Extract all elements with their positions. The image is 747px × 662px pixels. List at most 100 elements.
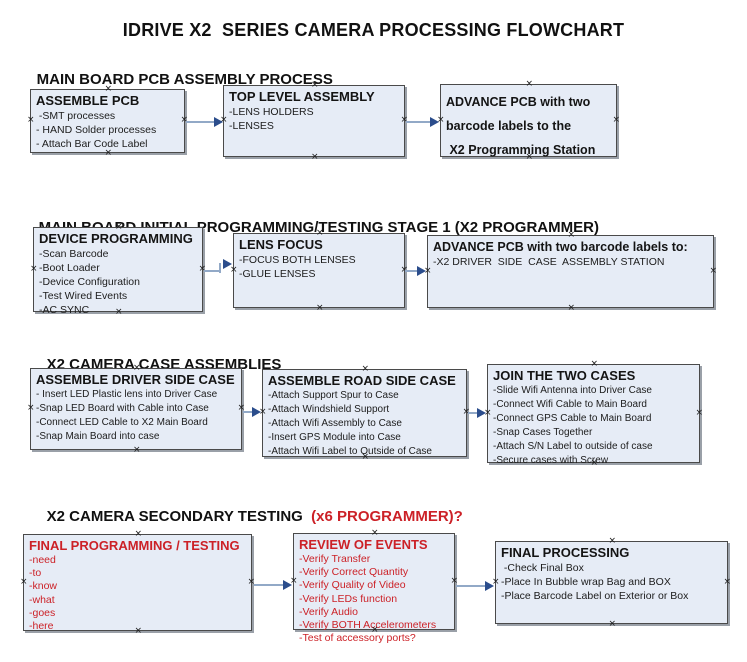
box-item: -here	[29, 620, 54, 633]
connection-point-mark: ×	[198, 263, 206, 274]
connection-point-mark: ×	[709, 265, 717, 276]
connection-point-mark: ×	[220, 115, 228, 125]
connection-point-mark: ×	[259, 407, 267, 417]
box-item: -Connect LED Cable to X2 Main Board	[36, 417, 208, 428]
connection-point-mark: ×	[27, 403, 35, 413]
connection-point-mark: ×	[237, 403, 245, 413]
arrowhead-icon	[417, 266, 426, 276]
box-item: -Test Wired Events	[39, 290, 128, 302]
connection-point-mark: ×	[400, 265, 408, 274]
box-item: -Verify Correct Quantity	[299, 566, 409, 579]
box-item: -Slide Wifi Antenna into Driver Case	[493, 385, 652, 396]
connection-point-mark: ×	[361, 364, 370, 374]
box-title: JOIN THE TWO CASES	[493, 368, 636, 383]
flow-box-assemble-driver-side-case: ASSEMBLE DRIVER SIDE CASE - Insert LED P…	[27, 364, 245, 455]
box-item: - Attach Bar Code Label	[36, 138, 148, 150]
arrowhead-icon	[430, 117, 439, 127]
arrow-line	[405, 270, 419, 272]
connection-point-mark: ×	[437, 114, 445, 125]
box-item: -Place Barcode Label on Exterior or Box	[501, 590, 689, 602]
arrow-road-case-to-join-cases	[468, 407, 486, 419]
box-item: -FOCUS BOTH LENSES	[239, 254, 356, 266]
box-title: LENS FOCUS	[239, 237, 323, 252]
connection-point-mark: ×	[608, 619, 617, 629]
arrow-driver-case-to-road-case	[243, 406, 261, 418]
flow-box-lens-focus: LENS FOCUS -FOCUS BOTH LENSES -GLUE LENS…	[230, 229, 408, 313]
box-item: -Snap LED Board with Cable into Case	[36, 403, 209, 414]
connection-point-mark: ×	[567, 230, 576, 240]
arrow-line	[243, 411, 254, 413]
box-item: - HAND Solder processes	[36, 124, 157, 136]
flow-box-review-of-events: REVIEW OF EVENTS -Verify Transfer -Verif…	[290, 529, 458, 645]
section-heading-secondary-testing: X2 CAMERA SECONDARY TESTING (x6 PROGRAMM…	[30, 491, 463, 542]
box-item: -Verify BOTH Accelerometers	[299, 619, 437, 632]
connection-point-mark: ×	[400, 115, 408, 125]
box-title: REVIEW OF EVENTS	[299, 537, 428, 552]
connection-point-mark: ×	[316, 228, 324, 238]
connection-point-mark: ×	[371, 528, 379, 538]
box-item: -Connect GPS Cable to Main Board	[493, 413, 652, 424]
arrow-line	[186, 121, 216, 123]
connection-point-mark: ×	[290, 575, 298, 586]
connection-point-mark: ×	[590, 458, 599, 468]
box-item: -Test of accessory ports?	[299, 632, 416, 645]
connection-point-mark: ×	[247, 576, 255, 587]
connection-point-mark: ×	[361, 452, 370, 462]
connection-point-mark: ×	[450, 575, 458, 586]
box-item: -Verify Quality of Video	[299, 579, 406, 592]
box-item: -to	[29, 567, 42, 580]
box-title: ASSEMBLE DRIVER SIDE CASE	[36, 372, 235, 387]
arrowhead-icon	[477, 408, 486, 418]
section-heading-red-text: (x6 PROGRAMMER)?	[302, 508, 463, 525]
connection-point-mark: ×	[104, 148, 113, 158]
flow-box-assemble-pcb: ASSEMBLE PCB -SMT processes - HAND Solde…	[27, 85, 188, 158]
box-title: FINAL PROCESSING	[501, 545, 630, 560]
box-item: -Verify Audio	[299, 605, 358, 618]
arrowhead-icon	[252, 407, 261, 417]
connection-point-mark: ×	[133, 445, 141, 455]
box-item: -Attach Support Spur to Case	[268, 390, 399, 401]
arrow-top-level-to-advance	[406, 116, 439, 128]
connection-point-mark: ×	[484, 407, 492, 418]
connection-point-mark: ×	[115, 307, 123, 317]
box-item: -know	[29, 580, 58, 593]
connection-point-mark: ×	[525, 79, 534, 89]
box-item: -Verify Transfer	[299, 553, 371, 565]
box-item: - Insert LED Plastic lens into Driver Ca…	[36, 389, 218, 400]
arrow-review-to-final-processing	[456, 580, 494, 592]
connection-point-mark: ×	[608, 536, 617, 546]
connection-point-mark: ×	[30, 263, 38, 274]
connection-point-mark: ×	[20, 576, 28, 587]
arrowhead-icon	[485, 581, 494, 591]
box-item: -Device Configuration	[39, 276, 140, 288]
arrow-assemble-pcb-to-top-level	[186, 116, 223, 128]
connection-point-mark: ×	[567, 303, 576, 313]
section-heading-pcb-assembly: MAIN BOARD PCB ASSEMBLY PROCESS	[20, 54, 333, 105]
connection-point-mark: ×	[134, 529, 143, 539]
box-item: -Attach Wifi Label to Outside of Case	[268, 446, 432, 457]
connection-point-mark: ×	[525, 152, 534, 162]
flow-box-final-programming-testing: FINAL PROGRAMMING / TESTING -need -to -k…	[20, 530, 255, 636]
connection-point-mark: ×	[316, 303, 324, 313]
arrow-final-programming-to-review	[254, 579, 292, 591]
box-item: -GLUE LENSES	[239, 268, 316, 280]
section-heading-text: MAIN BOARD PCB ASSEMBLY PROCESS	[36, 71, 333, 88]
box-bold-line: ADVANCE PCB with two	[446, 95, 591, 109]
connection-point-mark: ×	[311, 152, 319, 162]
box-item: -Check Final Box	[501, 562, 584, 574]
box-item: -Attach Wifi Assembly to Case	[268, 418, 402, 429]
box-title: TOP LEVEL ASSEMBLY	[229, 89, 375, 104]
arrow-line	[219, 263, 221, 273]
flow-box-join-the-two-cases: JOIN THE TWO CASES -Slide Wifi Antenna i…	[484, 360, 703, 468]
box-item: -what	[29, 593, 55, 606]
box-item: -Insert GPS Module into Case	[268, 432, 401, 443]
arrowhead-icon	[223, 259, 232, 269]
arrow-line	[204, 270, 221, 272]
flow-box-advance-to-programming-station: ADVANCE PCB with two barcode labels to t…	[437, 80, 620, 162]
box-item: -LENS HOLDERS	[229, 106, 314, 118]
box-item: -SMT processes	[36, 110, 116, 122]
connection-point-mark: ×	[104, 84, 113, 94]
connection-point-mark: ×	[590, 359, 599, 369]
page-title: IDRIVE X2 SERIES CAMERA PROCESSING FLOWC…	[122, 20, 625, 40]
connection-point-mark: ×	[612, 114, 620, 125]
